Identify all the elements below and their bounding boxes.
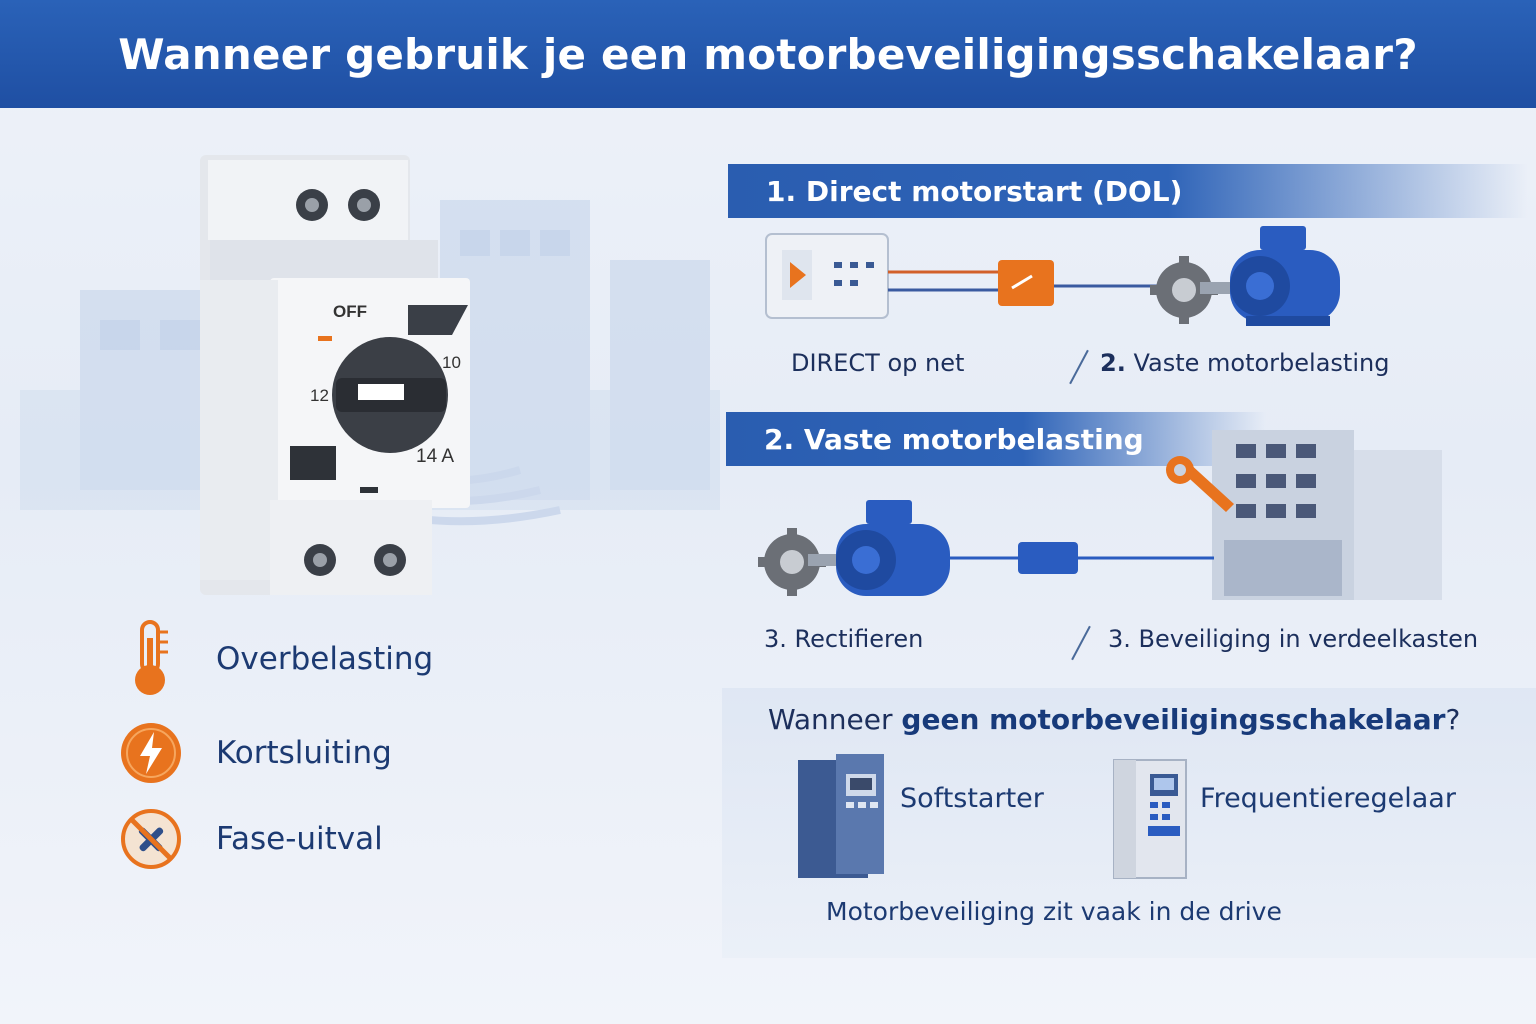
dial-left-label: 12: [310, 386, 329, 405]
feature-overbelasting: Overbelasting: [120, 620, 433, 698]
section1-header: 1. Direct motorstart (DOL): [728, 164, 1528, 218]
dial-right-label: 10: [442, 353, 461, 372]
section2-caption-left: 3. Rectifieren: [764, 625, 924, 653]
lightning-icon: [121, 723, 181, 783]
caption-text: Vaste motorbelasting: [1125, 349, 1390, 377]
page-title: Wanneer gebruik je een motorbeveiligings…: [118, 29, 1418, 79]
softstarter-label: Softstarter: [900, 783, 1044, 814]
feature-label: Kortsluiting: [216, 735, 392, 771]
softstarter-image: [798, 754, 884, 878]
drive-protection-note: Motorbeveiliging zit vaak in de drive: [826, 897, 1282, 926]
when-not-bold: geen motorbeveiligingsschakelaar: [901, 703, 1446, 736]
section1-caption-left: DIRECT op net: [791, 349, 965, 377]
feature-fase-uitval: Fase-uitval: [120, 808, 383, 870]
when-not-prefix: Wanneer: [768, 703, 902, 736]
feature-kortsluiting: Kortsluiting: [120, 722, 392, 784]
caption-number: 2.: [1100, 349, 1126, 377]
section1-title: 1. Direct motorstart (DOL): [766, 174, 1183, 208]
section2-caption-right: 3. Beveiliging in verdeelkasten: [1108, 625, 1479, 653]
feature-label: Fase-uitval: [216, 821, 383, 857]
frequency-drive-label: Frequentieregelaar: [1200, 783, 1456, 814]
no-tools-icon: [121, 809, 181, 869]
rating-label: 14 A: [416, 446, 455, 467]
motor-protection-breaker-image: OFF 12 10 14 A: [190, 150, 480, 610]
thermometer-icon: [135, 620, 168, 695]
divider-slash: [1069, 349, 1089, 385]
frequency-drive-image: [1113, 759, 1187, 879]
header-banner: Wanneer gebruik je een motorbeveiligings…: [0, 0, 1536, 108]
divider-slash: [1071, 625, 1091, 661]
section1-diagram: [765, 226, 1340, 326]
section2-title: 2. Vaste motorbelasting: [764, 422, 1144, 456]
feature-label: Overbelasting: [216, 641, 434, 677]
off-label: OFF: [333, 302, 367, 321]
when-not-title: Wanneer geen motorbeveiligingsschakelaar…: [768, 703, 1460, 736]
section1-caption-right: 2. Vaste motorbelasting: [1100, 349, 1389, 377]
section2-diagram: [758, 430, 1442, 600]
when-not-suffix: ?: [1445, 703, 1461, 736]
